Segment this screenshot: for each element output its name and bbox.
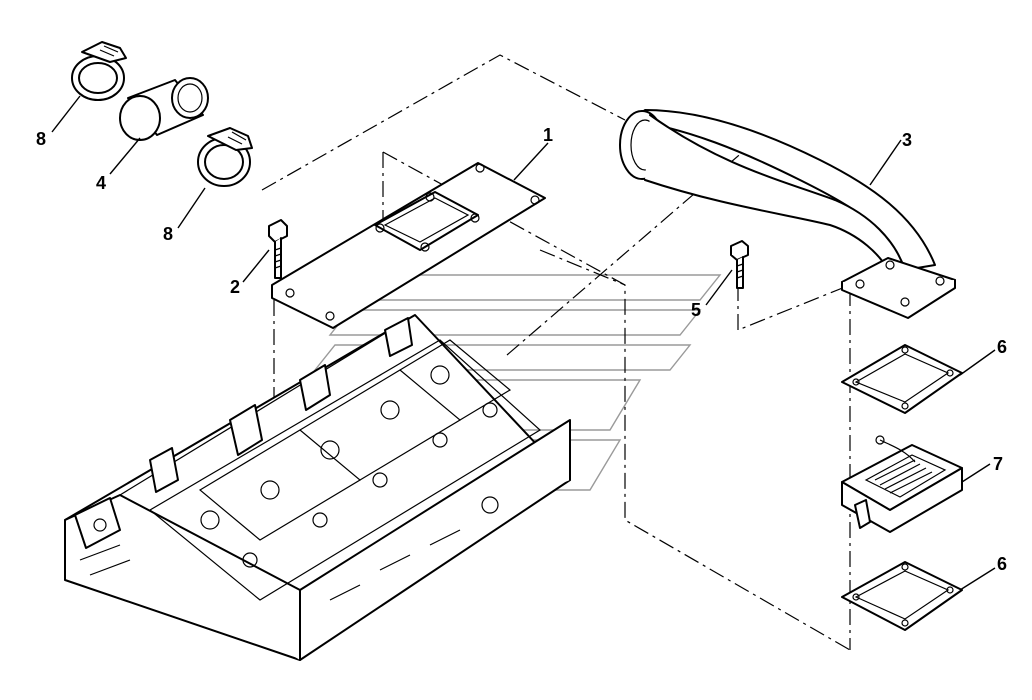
callout-8-bottom: 8	[163, 224, 173, 244]
hose-clamp-top	[71, 41, 127, 101]
gasket-upper	[841, 344, 963, 414]
callout-3: 3	[902, 130, 912, 150]
callout-7: 7	[993, 454, 1003, 474]
hose-sleeve	[119, 77, 209, 141]
intake-elbow-pipe	[619, 109, 956, 319]
callout-1: 1	[543, 125, 553, 145]
intake-flange-plate	[271, 162, 546, 329]
bolt-5	[730, 240, 749, 289]
intake-heater	[841, 435, 963, 533]
leader-lines	[51, 95, 996, 591]
callout-6-upper: 6	[997, 337, 1007, 357]
callout-8-top: 8	[36, 129, 46, 149]
gasket-lower	[841, 561, 963, 631]
hose-clamp-bottom	[197, 127, 253, 187]
callout-5: 5	[691, 300, 701, 320]
callout-4: 4	[96, 173, 106, 193]
bolt-2	[268, 219, 288, 279]
callout-6-lower: 6	[997, 554, 1007, 574]
cylinder-head	[64, 314, 571, 661]
callout-2: 2	[230, 277, 240, 297]
